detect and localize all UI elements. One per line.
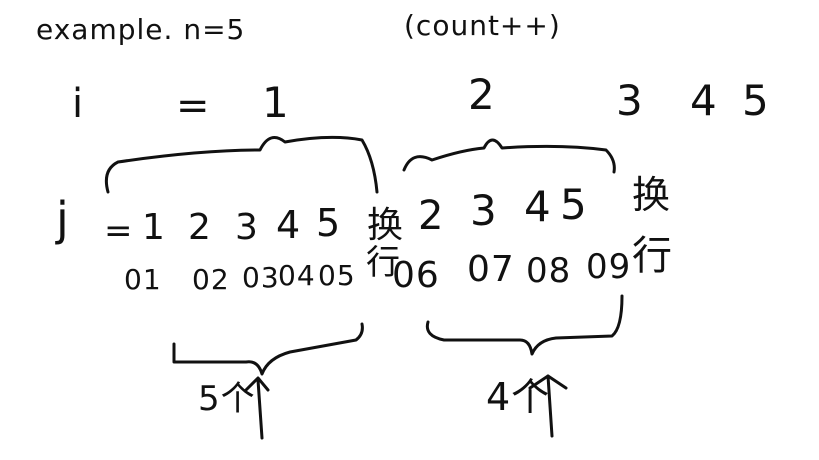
count-value: 08 [526, 251, 572, 291]
count-value: 07 [467, 249, 515, 290]
inner-loop-value: 3 [470, 186, 498, 235]
outer-loop-value: 1 [262, 78, 290, 127]
arrow-four-stem [546, 374, 554, 438]
count-value: 06 [392, 255, 440, 296]
swap-label: 换 [367, 205, 405, 246]
counter-label: (count++) [404, 9, 561, 42]
inner-loop-value: 5 [316, 201, 342, 245]
inner-loop-value: 1 [142, 207, 166, 248]
arrow-five-stem [256, 378, 264, 440]
outer-loop-value: 4 [690, 76, 718, 125]
count-value: 05 [318, 259, 356, 292]
outer-loop-value: 2 [468, 70, 496, 119]
brace-i1-to-swap [104, 135, 379, 194]
inner-loop-value: 4 [276, 203, 302, 247]
line-break-label: 行 [366, 243, 401, 283]
line-break-label: 行 [632, 233, 673, 279]
inner-loop-value: 2 [418, 193, 445, 239]
inner-loop-value: 2 [188, 207, 212, 248]
inner-loop-label: j [56, 192, 70, 246]
count-value: 03 [242, 261, 280, 294]
arrow-five-head [244, 376, 270, 392]
brace-count-first [172, 322, 364, 376]
inner-loop-equals: = [104, 211, 134, 251]
count-value: 01 [124, 263, 162, 296]
outer-loop-label: i [72, 81, 85, 127]
brace-i2-to-swap [402, 138, 616, 174]
count-value: 09 [586, 247, 632, 287]
brace-count-second [425, 294, 624, 356]
count-value: 04 [278, 259, 316, 292]
group-count-label: 4个 [486, 375, 551, 419]
count-value: 02 [192, 263, 230, 296]
inner-loop-value: 4 [524, 182, 552, 231]
inner-loop-value: 3 [235, 207, 259, 248]
outer-loop-value: 3 [616, 76, 644, 125]
arrow-four-head [528, 374, 568, 390]
group-count-label: 5个 [198, 379, 256, 419]
outer-loop-value: 5 [742, 76, 770, 125]
inner-loop-value: 5 [560, 180, 588, 229]
example-title: example. n=5 [36, 13, 246, 46]
swap-label: 换 [632, 173, 672, 217]
outer-loop-equals: = [176, 83, 211, 129]
